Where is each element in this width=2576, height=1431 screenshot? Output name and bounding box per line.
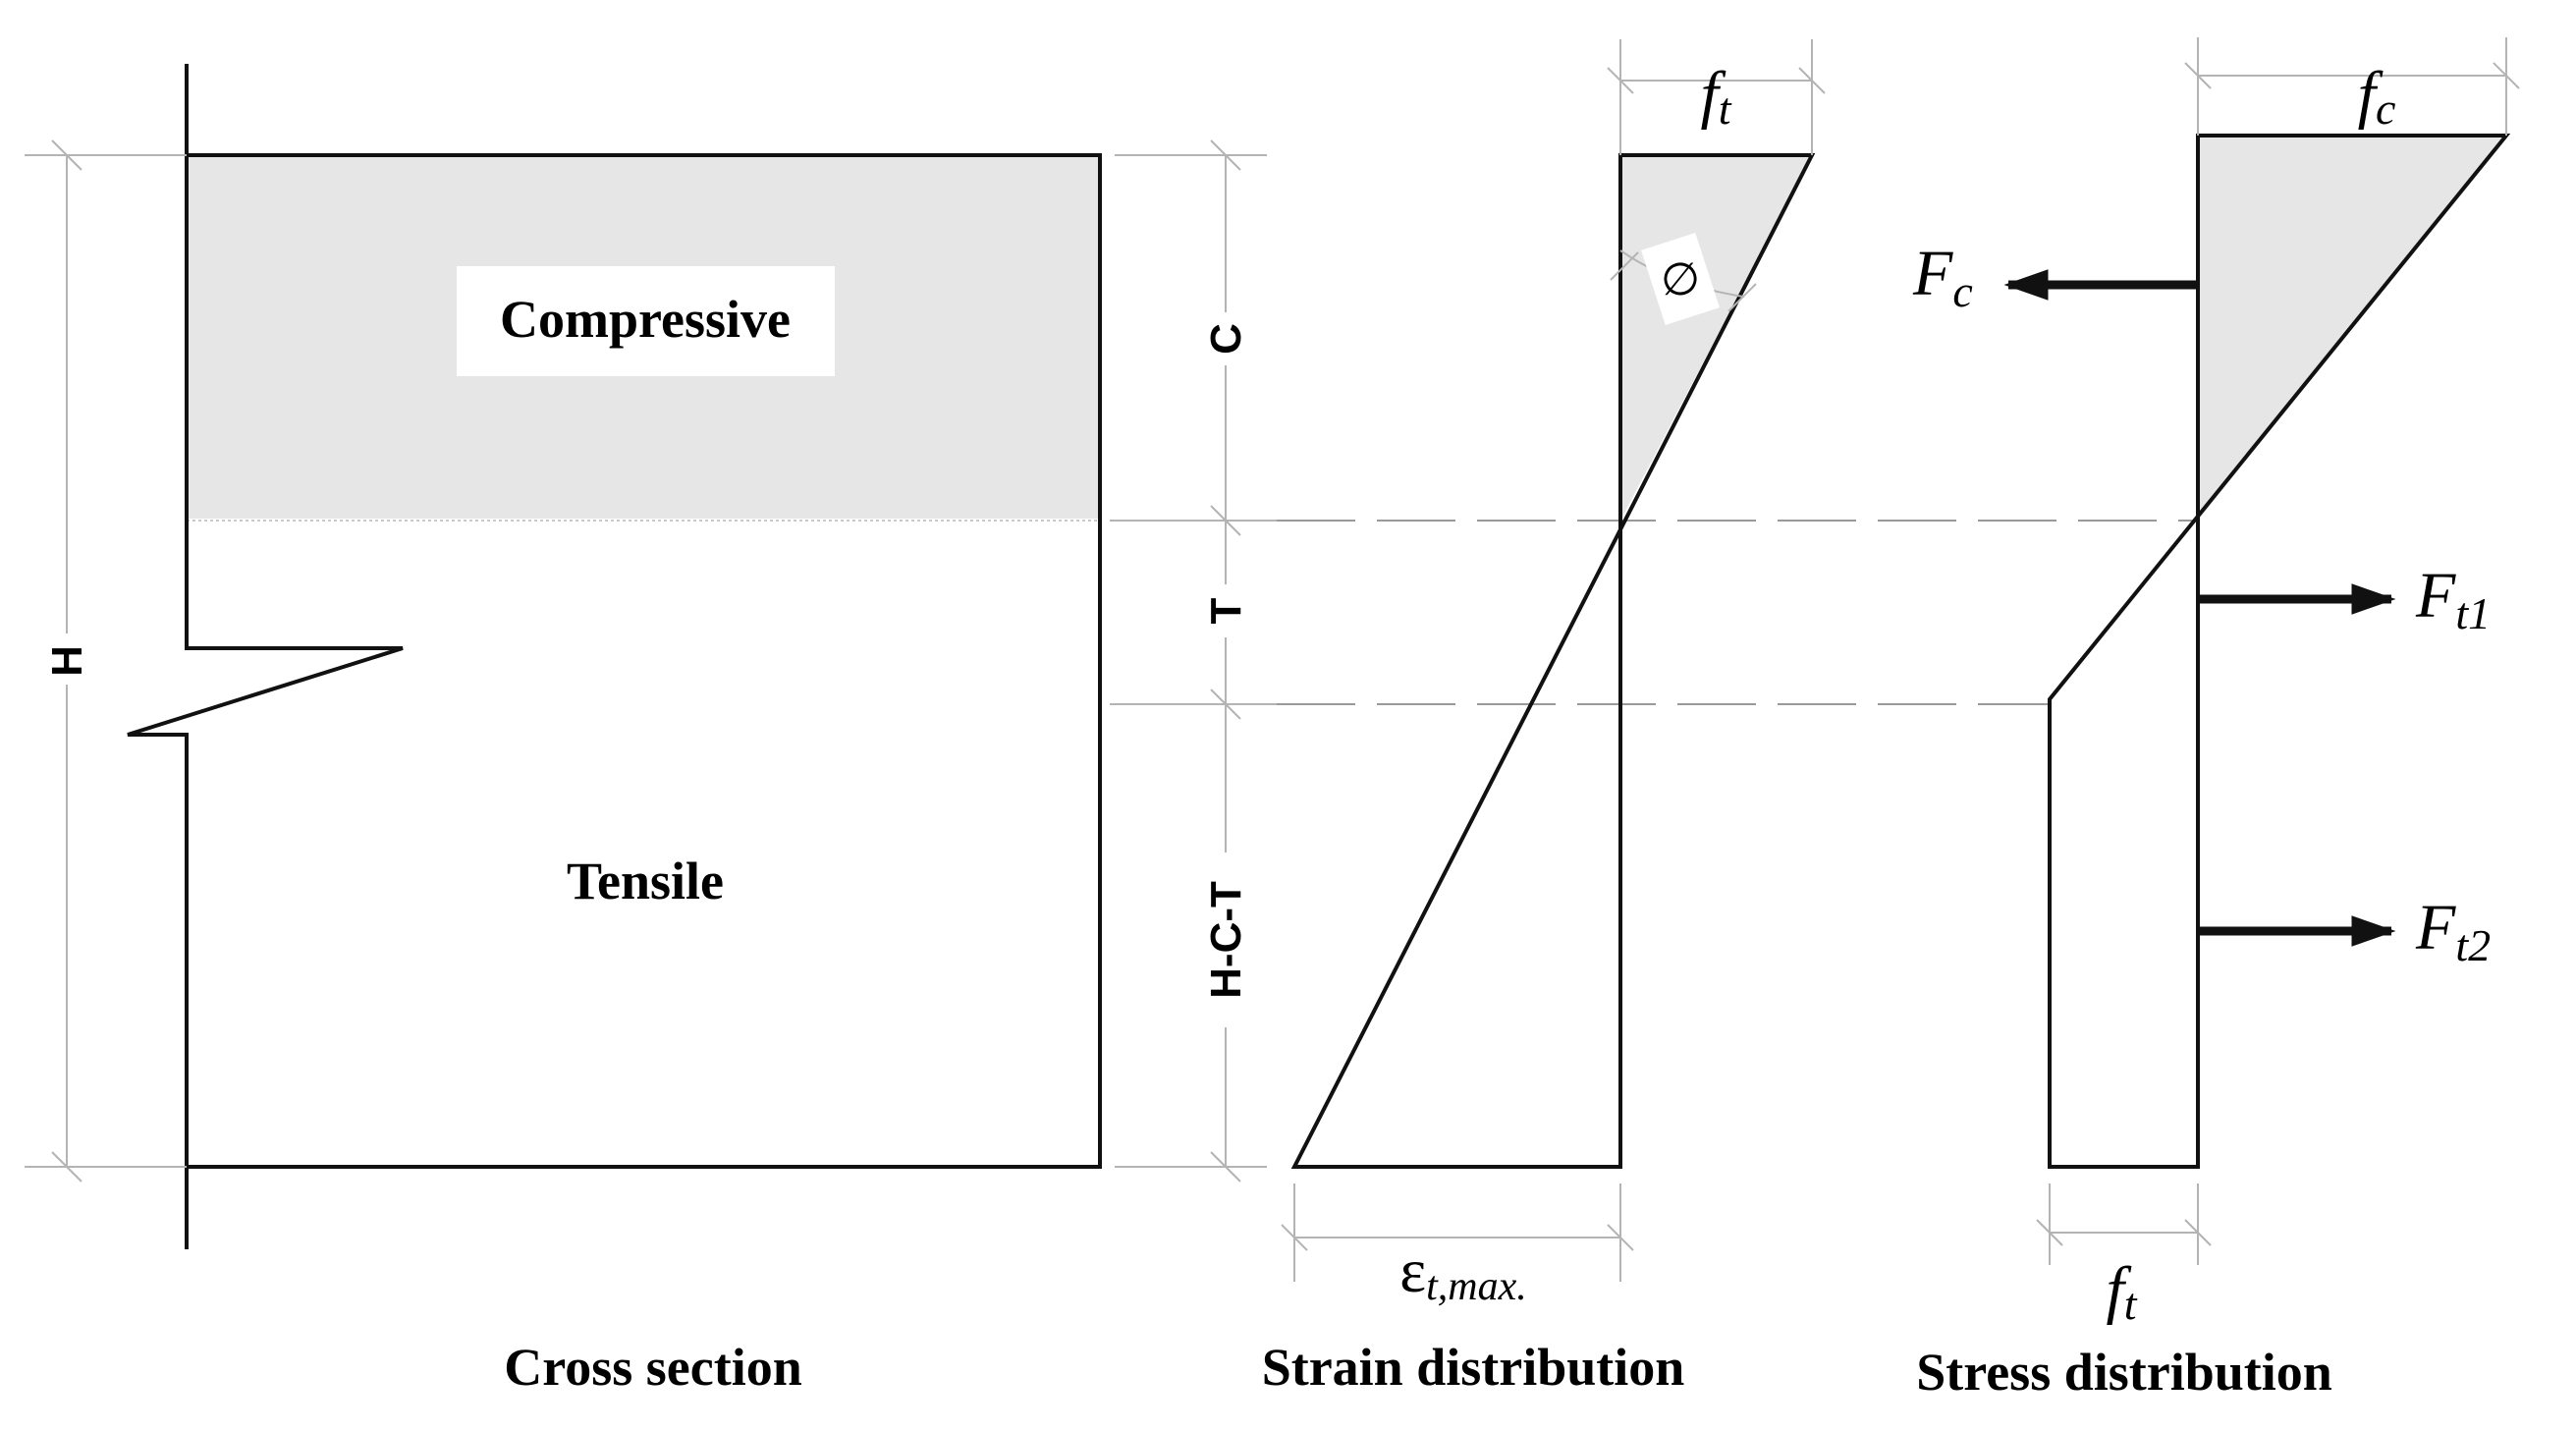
stress-outline <box>2048 134 2511 1169</box>
compressive-label-box <box>457 266 835 376</box>
section-outline <box>127 153 1102 1169</box>
cross-section-caption: Cross section <box>504 1338 802 1397</box>
strain-distribution: ft ∅ εt,max. Strain distribution <box>1262 39 1826 1397</box>
force-label-fc: Fc <box>1912 238 1973 316</box>
force-label-ft1: Ft1 <box>2415 560 2491 638</box>
force-label-ft2: Ft2 <box>2415 892 2491 970</box>
height-label: H <box>43 645 91 677</box>
depth-label-c: C <box>1202 323 1250 355</box>
strain-bottom-label: εt,max. <box>1399 1236 1527 1309</box>
stress-bottom-label: ft <box>2106 1254 2137 1329</box>
strain-top-label: ft <box>1700 59 1731 134</box>
reference-lines <box>1277 520 2200 705</box>
tensile-label: Tensile <box>567 852 724 910</box>
cross-section: Compressive Tensile <box>127 64 1102 1249</box>
stress-caption: Stress distribution <box>1916 1343 2332 1402</box>
stress-top-label: fc <box>2358 59 2396 134</box>
depth-label-hct: H-C-T <box>1202 881 1250 999</box>
strain-angle-symbol: ∅ <box>1661 252 1700 305</box>
compressive-label: Compressive <box>500 290 791 349</box>
strain-caption: Strain distribution <box>1262 1338 1685 1397</box>
stress-distribution: fc ft Fc Ft1 Ft2 Stress distribution <box>1912 37 2520 1402</box>
strain-outline <box>1290 153 1816 1169</box>
depth-label-t: T <box>1202 597 1250 624</box>
depth-dimensions: C T H-C-T <box>1110 139 1277 1183</box>
height-dimension: H <box>25 139 187 1183</box>
